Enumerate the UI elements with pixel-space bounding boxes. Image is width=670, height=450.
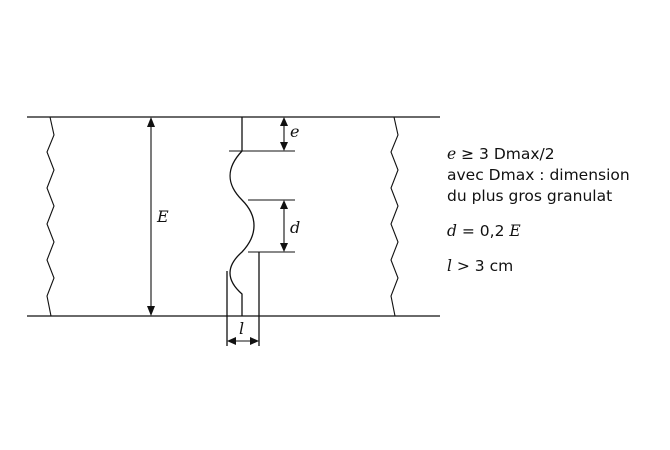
thickness-label: E	[156, 207, 169, 226]
left-break-line	[46, 116, 55, 317]
l-label: l	[239, 319, 244, 338]
legend-var-E: E	[509, 222, 521, 240]
l-arrow-left	[227, 337, 236, 345]
d-arrow-bottom	[280, 243, 288, 252]
legend-line-dmax-2: du plus gros granulat	[447, 187, 613, 205]
e-label: e	[290, 122, 299, 141]
legend-l-rest: > 3 cm	[451, 257, 514, 275]
d-label: d	[290, 218, 300, 237]
legend: e ≥ 3 Dmax/2 avec Dmax : dimension du pl…	[447, 144, 630, 277]
legend-d-mid: = 0,2	[456, 222, 510, 240]
legend-line-dmax-1: avec Dmax : dimension	[447, 166, 630, 184]
legend-var-e: e	[447, 145, 457, 163]
right-break-line	[390, 116, 399, 317]
legend-line-d: d = 0,2 E	[447, 221, 630, 242]
thickness-arrow-bottom	[147, 306, 155, 316]
legend-e-rest: ≥ 3 Dmax/2	[456, 145, 555, 163]
joint-profile	[229, 117, 255, 316]
legend-var-d: d	[447, 222, 457, 240]
legend-line-e: e ≥ 3 Dmax/2	[447, 144, 630, 165]
thickness-arrow-top	[147, 117, 155, 127]
legend-var-l: l	[447, 257, 452, 275]
e-arrow-bottom	[280, 142, 288, 151]
e-arrow-top	[280, 117, 288, 126]
legend-line-l: l > 3 cm	[447, 256, 630, 277]
d-arrow-top	[280, 200, 288, 209]
l-arrow-right	[250, 337, 259, 345]
